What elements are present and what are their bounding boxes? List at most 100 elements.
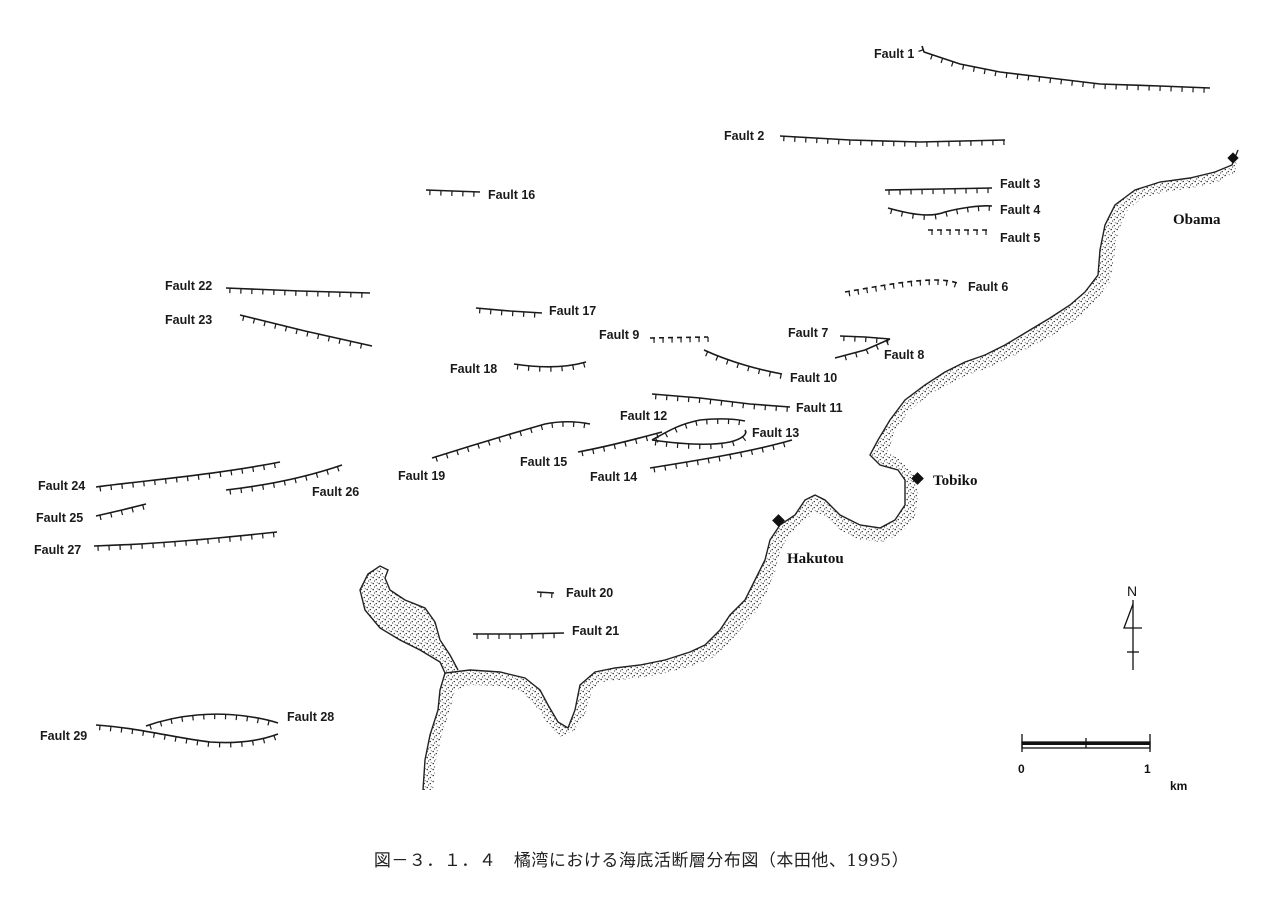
fault-label: Fault 28 <box>287 710 334 724</box>
fault-tick <box>551 422 554 428</box>
fault-tick <box>163 734 166 740</box>
fault-tick <box>256 718 259 724</box>
fault-tick <box>772 444 775 451</box>
fault-tick <box>305 475 308 481</box>
fault-tick <box>196 740 199 746</box>
fault-tick <box>315 472 319 478</box>
fault-21: Fault 21 <box>473 624 619 638</box>
fault-24: Fault 24 <box>38 461 281 493</box>
fault-label: Fault 4 <box>1000 203 1040 217</box>
fault-tick <box>910 281 913 287</box>
fault-label: Fault 18 <box>450 362 497 376</box>
fault-25: Fault 25 <box>36 503 147 525</box>
fault-tick <box>956 209 959 215</box>
fault-29: Fault 29 <box>40 724 279 744</box>
fault-10: Fault 10 <box>703 349 837 385</box>
fault-tick <box>359 343 363 349</box>
fault-tick <box>143 481 145 487</box>
fault-tick <box>892 283 895 289</box>
fault-tick <box>918 49 924 52</box>
fault-tick <box>715 355 719 361</box>
scale-bar: 0 1 km <box>1018 734 1187 793</box>
fault-14: Fault 14 <box>590 439 793 484</box>
fault-tick <box>885 340 889 346</box>
fault-label: Fault 24 <box>38 479 85 493</box>
fault-tick <box>1071 80 1074 86</box>
fault-8: Fault 8 <box>834 338 924 362</box>
fault-tick <box>911 213 914 219</box>
fault-tick <box>731 441 735 447</box>
fault-label: Fault 5 <box>1000 231 1040 245</box>
fault-tick <box>768 371 772 377</box>
fault-tick <box>508 434 512 440</box>
fault-tick <box>186 476 189 482</box>
fault-label: Fault 9 <box>599 328 639 342</box>
fault-tick <box>738 420 741 426</box>
coastline-peninsula <box>359 565 459 674</box>
fault-tick <box>848 291 851 297</box>
coastline-east <box>422 149 1239 791</box>
fault-12: Fault 12 <box>620 409 746 441</box>
fault-tick <box>99 514 102 521</box>
fault-18: Fault 18 <box>450 361 587 376</box>
fault-5: Fault 5 <box>928 229 1040 245</box>
fault-tick <box>684 423 688 429</box>
fault-tick <box>645 436 649 442</box>
fault-tick <box>855 352 858 358</box>
fault-label: Fault 10 <box>790 371 837 385</box>
fault-tick <box>602 446 606 452</box>
fault-tick <box>152 732 156 738</box>
place-label-tobiko: Tobiko <box>933 473 977 489</box>
fault-tick <box>709 399 712 405</box>
fault-label: Fault 13 <box>752 426 799 440</box>
fault-tick <box>174 736 177 742</box>
place-label-hakutou: Hakutou <box>787 551 844 567</box>
fault-tick <box>740 452 743 458</box>
fault-4: Fault 4 <box>887 203 1040 217</box>
place-label-obama: Obama <box>1173 212 1221 228</box>
fault-tick <box>945 280 948 286</box>
fault-tick <box>901 282 904 288</box>
fault-tick <box>675 463 678 469</box>
fault-tick <box>624 441 627 447</box>
fault-tick <box>962 64 965 70</box>
fault-tick <box>583 422 586 429</box>
fault-tick <box>273 735 277 741</box>
fault-tick <box>966 207 969 213</box>
fault-tick <box>192 715 194 721</box>
fault-label: Fault 20 <box>566 586 613 600</box>
fault-28: Fault 28 <box>145 710 334 727</box>
fault-label: Fault 12 <box>620 409 667 423</box>
fault-label: Fault 1 <box>874 47 914 61</box>
fault-tick <box>634 438 638 445</box>
fault-tick <box>592 448 595 455</box>
fault-label: Fault 19 <box>398 469 445 483</box>
fault-tick <box>742 436 747 442</box>
fault-tick <box>782 442 786 448</box>
north-label: N <box>1127 583 1137 599</box>
fault-tick <box>940 58 944 64</box>
fault-tick <box>349 341 352 347</box>
fault-15: Fault 15 <box>520 431 663 469</box>
fault-label: Fault 3 <box>1000 177 1040 191</box>
fault-tick <box>272 482 275 488</box>
fault-tick <box>653 467 656 473</box>
fault-tick <box>1016 74 1019 80</box>
fault-tick <box>306 331 309 337</box>
fault-tick <box>736 362 740 369</box>
fault-label: Fault 27 <box>34 543 81 557</box>
scale-unit-label: km <box>1170 779 1187 793</box>
fault-tick <box>866 288 869 294</box>
fault-tick <box>900 211 904 217</box>
fault-tick <box>242 315 245 321</box>
fault-tick <box>1049 77 1052 84</box>
fault-tick <box>747 366 750 372</box>
fault-tick <box>131 729 134 735</box>
fault-2: Fault 2 <box>724 129 1006 143</box>
fault-tick <box>110 485 113 491</box>
figure-caption: 図－３．１．４ 橘湾における海底活断層分布図（本田他、1995） <box>373 851 910 871</box>
fault-tick <box>725 359 729 365</box>
fault-tick <box>466 446 470 452</box>
fault-tick <box>327 336 331 342</box>
